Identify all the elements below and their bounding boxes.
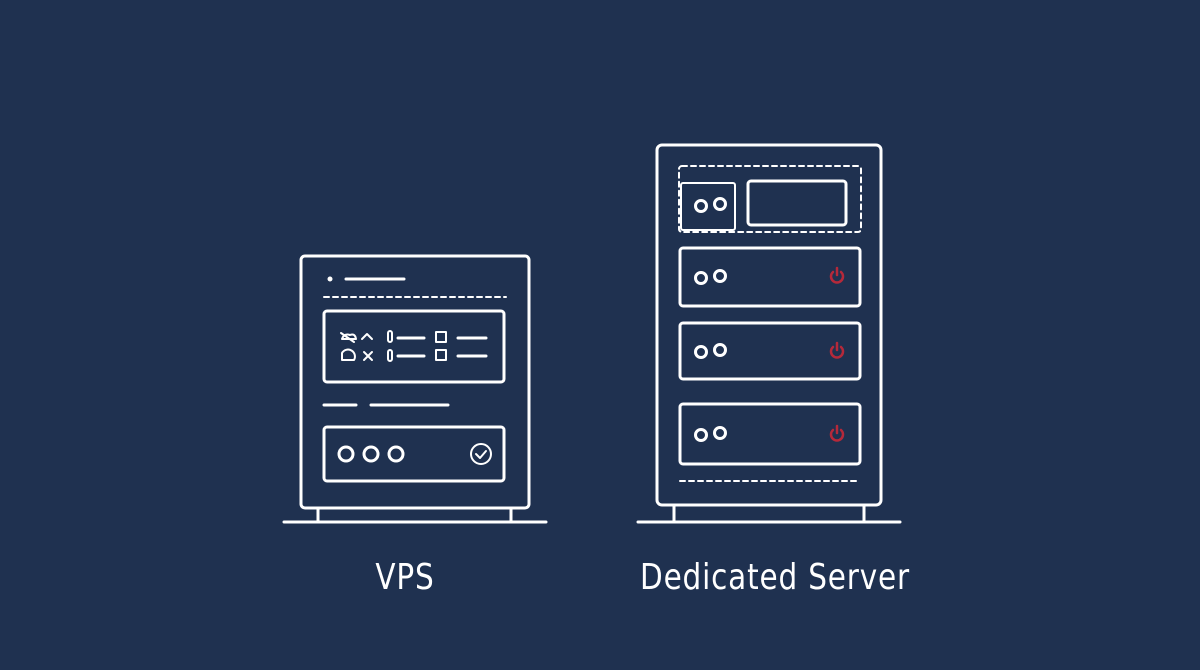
vps-drive-bay	[322, 425, 506, 483]
ded-top-led-2	[713, 197, 727, 211]
cross-box-icon	[363, 351, 373, 361]
ded-top-left-box	[680, 182, 736, 231]
ded-unit-1	[678, 246, 862, 308]
check-circle-icon	[470, 443, 492, 465]
ded-top-dashed-frame	[678, 165, 862, 233]
vps-cabinet	[299, 254, 531, 510]
vps-led-1	[337, 445, 355, 463]
vps-panel-symbols	[340, 330, 393, 362]
ded-unit-2	[678, 321, 862, 381]
vps-top-dot	[327, 276, 333, 282]
vps-label: VPS	[375, 557, 435, 598]
ded-top-led-1	[694, 199, 708, 213]
power-icon	[829, 341, 845, 359]
wave-icon	[361, 333, 373, 340]
pill-indicator-bottom	[387, 349, 393, 362]
half-circle-icon	[341, 348, 356, 361]
vps-led-2	[362, 445, 380, 463]
ded-unit-3	[678, 402, 862, 466]
dedicated-server-icon	[636, 143, 902, 524]
power-icon	[829, 266, 845, 284]
vps-server-icon	[282, 254, 548, 524]
vps-led-3	[387, 445, 405, 463]
cloud-icon	[341, 333, 357, 340]
vps-checkbox-2	[435, 349, 447, 361]
vps-checkbox-1	[435, 331, 447, 343]
dedicated-server-label: Dedicated Server	[640, 557, 910, 598]
pill-indicator-top	[387, 330, 393, 343]
slash-mark	[340, 332, 355, 343]
ded-rack	[655, 143, 883, 507]
vps-control-panel	[322, 309, 506, 384]
ded-display-screen	[746, 179, 848, 227]
power-icon	[829, 424, 845, 442]
